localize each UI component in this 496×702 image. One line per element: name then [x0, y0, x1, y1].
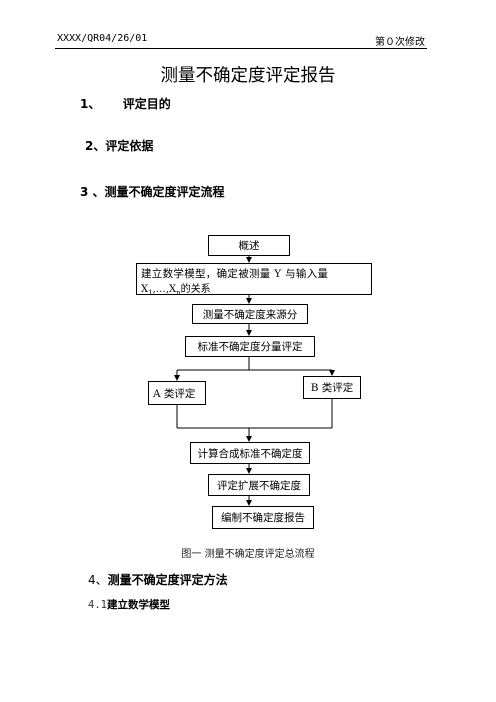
flow-box-overview-label: 概述 — [238, 240, 260, 252]
doc-code: XXXX/QR04/26/01 — [57, 33, 148, 44]
flow-box-sources: 测量不确定度来源分 — [192, 304, 308, 324]
flow-box-type-b: B 类评定 — [303, 376, 361, 399]
flow-box-combined-label: 计算合成标准不确定度 — [197, 447, 303, 460]
flow-box-type-a: A 类评定 — [148, 381, 206, 405]
flow-box-report: 编制不确定度报告 — [212, 506, 314, 529]
section-2-text: 评定依据 — [105, 139, 154, 153]
revision-label: 第０次修改 — [375, 37, 425, 48]
header-divider — [55, 48, 427, 49]
section-4-1-text: 建立数学模型 — [106, 599, 170, 611]
flow-box-overview: 概述 — [208, 235, 290, 256]
section-4-1-heading: 4.1建立数学模型 — [88, 597, 170, 612]
section-1-number: 1、 — [80, 97, 101, 111]
flow-box-math-model: 建立数学模型，确定被测量 Y 与输入量 X1,…,Xn的关系 — [136, 263, 372, 297]
section-4-1-number: 4.1 — [88, 599, 107, 611]
page-title: 测量不确定度评定报告 — [160, 66, 336, 86]
flow-box-report-label: 编制不确定度报告 — [221, 512, 305, 524]
flow-box-math-model-line1: 建立数学模型，确定被测量 Y 与输入量 — [141, 268, 329, 280]
section-1-text: 评定目的 — [122, 97, 171, 111]
flow-box-components: 标准不确定度分量评定 — [185, 336, 315, 357]
flow-box-expanded: 评定扩展不确定度 — [208, 474, 310, 496]
section-3-number: 3 、 — [80, 185, 105, 199]
section-4-heading: 4、测量不确定度评定方法 — [88, 571, 228, 588]
section-2-number: 2、 — [85, 139, 106, 153]
section-1-heading: 1、 评定目的 — [80, 95, 171, 112]
flow-box-math-model-line2: X1,…,Xn的关系 — [141, 284, 211, 297]
section-3-heading: 3 、测量不确定度评定流程 — [80, 183, 225, 200]
section-3-text: 测量不确定度评定流程 — [104, 185, 225, 199]
section-4-text: 测量不确定度评定方法 — [107, 573, 228, 587]
flow-box-type-b-label: B 类评定 — [310, 382, 354, 394]
section-4-number: 4、 — [88, 573, 108, 587]
section-2-heading: 2、评定依据 — [85, 137, 153, 154]
flow-box-type-a-label: A 类评定 — [153, 387, 196, 400]
flow-box-components-label: 标准不确定度分量评定 — [197, 341, 303, 353]
flow-box-combined: 计算合成标准不确定度 — [190, 442, 310, 464]
flow-box-sources-label: 测量不确定度来源分 — [202, 308, 298, 321]
figure-caption: 图一 测量不确定度评定总流程 — [181, 549, 315, 560]
flow-box-expanded-label: 评定扩展不确定度 — [217, 479, 301, 492]
